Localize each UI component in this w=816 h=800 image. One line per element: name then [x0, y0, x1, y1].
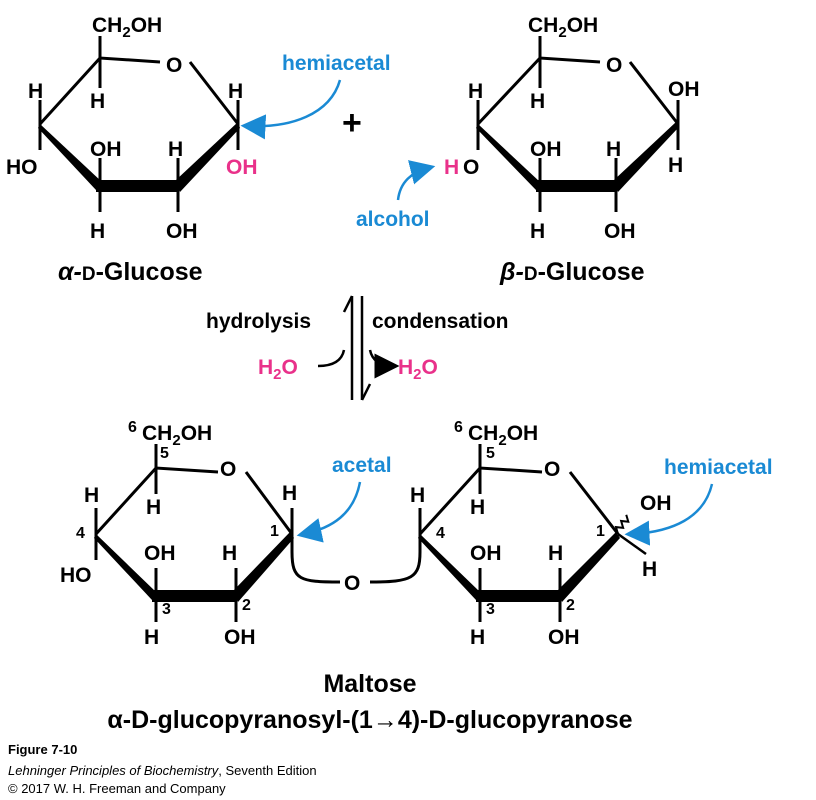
plus-sign: +	[342, 104, 362, 142]
glycosidic-bond-left	[290, 534, 341, 584]
svg-text:6: 6	[454, 419, 463, 436]
svg-text:H: H	[90, 90, 105, 113]
water-out: H2O	[398, 356, 438, 383]
svg-text:H: H	[146, 496, 161, 519]
svg-text:H: H	[222, 542, 237, 565]
svg-text:H: H	[530, 220, 545, 243]
svg-text:O: O	[463, 156, 479, 179]
beta-d-glucose-ring	[476, 36, 680, 212]
svg-text:H: H	[470, 496, 485, 519]
book-edition: , Seventh Edition	[218, 763, 317, 778]
svg-text:4: 4	[436, 525, 445, 542]
svg-text:OH: OH	[548, 626, 580, 649]
svg-text:H: H	[668, 154, 683, 177]
ring-wedge-left	[38, 124, 102, 190]
svg-text:3: 3	[486, 601, 495, 618]
svg-text:H: H	[84, 484, 99, 507]
hydrolysis-label: hydrolysis	[206, 310, 311, 333]
alpha-glucose-labels: CH2OH O H H H OH H HO OH H OH	[6, 14, 258, 243]
svg-text:OH: OH	[668, 78, 700, 101]
svg-text:1: 1	[270, 523, 279, 540]
svg-text:2: 2	[242, 597, 251, 614]
svg-text:H: H	[468, 80, 483, 103]
acetal-label: acetal	[332, 454, 392, 477]
maltose-right-ring	[418, 444, 647, 622]
equilibrium-arrows	[342, 295, 372, 401]
svg-text:6: 6	[128, 419, 137, 436]
svg-text:3: 3	[162, 601, 171, 618]
hemiacetal-label-bottom: hemiacetal	[664, 456, 773, 479]
svg-text:H: H	[144, 626, 159, 649]
book-citation: Lehninger Principles of Biochemistry, Se…	[8, 763, 317, 778]
glycosidic-bond-right	[369, 534, 422, 584]
wavy-bond	[614, 514, 630, 535]
svg-text:OH: OH	[90, 138, 122, 161]
svg-text:H: H	[606, 138, 621, 161]
alcohol-h: H	[444, 156, 459, 179]
acetal-arrow	[296, 481, 362, 543]
hemiacetal-arrow-top	[240, 79, 342, 140]
condensation-label: condensation	[372, 310, 509, 333]
svg-text:OH: OH	[144, 542, 176, 565]
ring-oxygen: O	[166, 54, 182, 77]
svg-text:H: H	[470, 626, 485, 649]
svg-text:H: H	[90, 220, 105, 243]
svg-text:2: 2	[566, 597, 575, 614]
maltose-name: Maltose	[323, 670, 416, 698]
hemiacetal-label-top: hemiacetal	[282, 52, 391, 75]
maltose-left-ring	[94, 444, 294, 622]
maltose-right-labels: 6 CH2OH 5 O H H 4 1 OH OH H H 3 2 H OH	[410, 419, 672, 649]
water-in-arrow	[317, 349, 346, 368]
svg-text:H: H	[548, 542, 563, 565]
alcohol-arrow	[396, 160, 436, 201]
svg-text:H: H	[642, 558, 657, 581]
maltose-left-labels: 6 CH2OH 5 O H H H 4 1 OH H HO 3 2 H OH	[60, 419, 297, 649]
svg-text:5: 5	[160, 445, 169, 462]
svg-text:H: H	[282, 482, 297, 505]
hemiacetal-oh: OH	[226, 156, 258, 179]
svg-text:O: O	[220, 458, 236, 481]
maltose-systematic-name: α-D-glucopyranosyl-(1→4)-D-glucopyranose	[107, 706, 632, 734]
svg-text:H: H	[228, 80, 243, 103]
beta-d-glucose-name: β-D-Glucose	[499, 258, 645, 286]
svg-text:OH: OH	[470, 542, 502, 565]
hemiacetal-arrow-bottom	[624, 483, 714, 546]
svg-text:O: O	[606, 54, 622, 77]
svg-text:H: H	[28, 80, 43, 103]
alpha-d-glucose-ring	[38, 36, 240, 212]
svg-text:1: 1	[596, 523, 605, 540]
svg-text:OH: OH	[604, 220, 636, 243]
alcohol-label: alcohol	[356, 208, 430, 231]
svg-text:OH: OH	[166, 220, 198, 243]
svg-text:CH2OH: CH2OH	[142, 422, 212, 449]
copyright: © 2017 W. H. Freeman and Company	[8, 781, 226, 796]
svg-text:HO: HO	[60, 564, 92, 587]
alpha-d-glucose-name: α-D-Glucose	[58, 258, 203, 286]
svg-text:OH: OH	[640, 492, 672, 515]
glycosidic-oxygen: O	[344, 572, 360, 595]
svg-text:CH2OH: CH2OH	[468, 422, 538, 449]
svg-text:H: H	[410, 484, 425, 507]
svg-text:5: 5	[486, 445, 495, 462]
svg-text:OH: OH	[530, 138, 562, 161]
water-in: H2O	[258, 356, 298, 383]
svg-text:CH2OH: CH2OH	[92, 14, 162, 41]
svg-text:H: H	[168, 138, 183, 161]
reaction-diagram: CH2OH O H H H OH H HO OH H OH α-D-Glucos…	[6, 14, 773, 734]
svg-text:4: 4	[76, 525, 85, 542]
ring-wedge-right	[176, 122, 240, 192]
book-title: Lehninger Principles of Biochemistry	[8, 763, 219, 778]
figure-number: Figure 7-10	[8, 742, 78, 757]
water-out-arrow	[368, 349, 400, 379]
svg-text:HO: HO	[6, 156, 38, 179]
svg-text:H: H	[530, 90, 545, 113]
ring-bottom-bond	[96, 180, 178, 192]
svg-text:O: O	[544, 458, 560, 481]
beta-glucose-labels: CH2OH O H H OH OH H H O H H OH	[444, 14, 700, 243]
svg-text:OH: OH	[224, 626, 256, 649]
svg-text:CH2OH: CH2OH	[528, 14, 598, 41]
